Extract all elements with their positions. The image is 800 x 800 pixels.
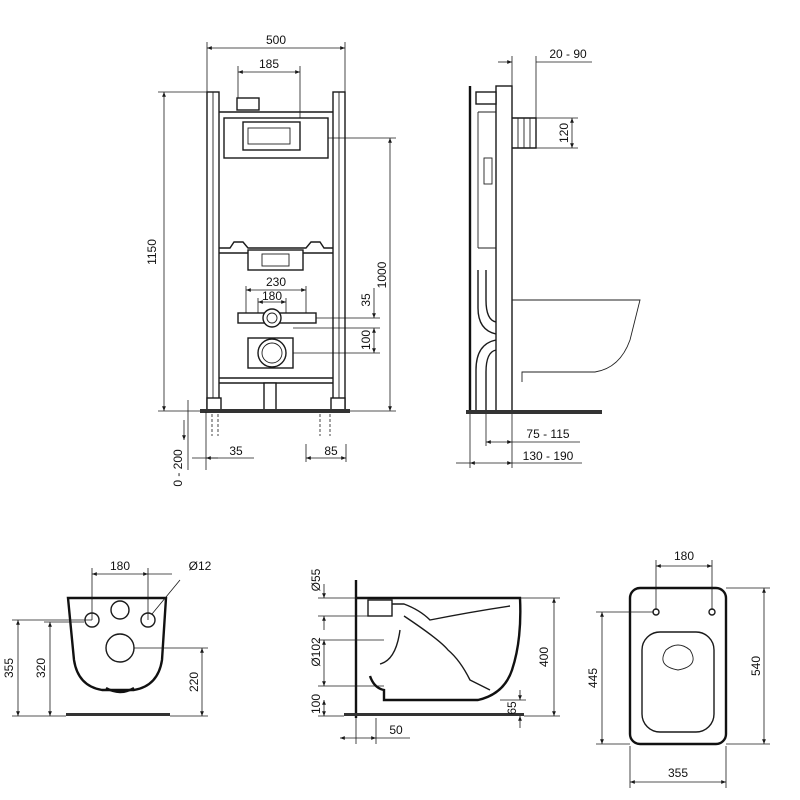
dim-depth-adjust: 20 - 90 xyxy=(549,47,587,61)
dim-inlet-diameter: Ø55 xyxy=(309,568,323,591)
dim-wall-gap-b: 130 - 190 xyxy=(523,449,574,463)
dim-bowl-bolt-diameter: Ø12 xyxy=(189,559,212,573)
dim-bowl-width: 355 xyxy=(668,766,688,780)
dim-wall-gap-a: 75 - 115 xyxy=(526,427,569,441)
bowl-front-drain xyxy=(105,633,135,663)
dim-offset-top: 35 xyxy=(359,293,373,307)
dim-bowl-height-total: 355 xyxy=(2,658,16,678)
dim-bowl-height: 400 xyxy=(537,647,551,667)
frame-side-view: 20 - 90 120 75 - 115 130 - 190 xyxy=(456,47,641,468)
dim-bowl-length: 540 xyxy=(749,656,763,676)
dim-drain-offset: 50 xyxy=(389,723,403,737)
dim-outlet-diameter: Ø102 xyxy=(309,637,323,667)
dim-frame-width: 500 xyxy=(266,33,286,47)
dim-bowl-height-bolts: 320 xyxy=(34,658,48,678)
dim-bolt-outer: 230 xyxy=(266,275,286,289)
side-frame-post xyxy=(495,85,513,413)
bowl-side-view: Ø55 Ø102 100 400 65 50 xyxy=(309,568,560,744)
dim-foot-right: 85 xyxy=(324,444,338,458)
dim-seat-length: 445 xyxy=(586,668,600,688)
dim-foot-left: 35 xyxy=(229,444,243,458)
dim-offset-drain: 100 xyxy=(359,330,373,350)
middle-bracket xyxy=(219,241,333,249)
dim-feet-adjust: 0 - 200 xyxy=(171,449,185,487)
dim-supply-height: 120 xyxy=(557,123,571,143)
bowl-side-outline xyxy=(356,596,522,702)
dim-plate-height: 1000 xyxy=(375,261,389,288)
dim-bolt-inner: 180 xyxy=(262,289,282,303)
dim-base-height: 65 xyxy=(505,701,519,715)
dim-top-bolt-spacing: 180 xyxy=(674,549,694,563)
dim-drain-height: 100 xyxy=(309,694,323,714)
bowl-front-view: 180 Ø12 355 320 220 xyxy=(2,559,212,717)
frame-front-view: 500 185 1150 1000 230 180 35 100 0 - 200… xyxy=(145,33,396,487)
dim-bowl-bolt-spacing: 180 xyxy=(110,559,130,573)
bowl-front-outline xyxy=(66,596,168,692)
side-drain-pipe xyxy=(485,270,497,323)
side-inlet xyxy=(367,599,393,617)
dim-cistern-width: 185 xyxy=(259,57,279,71)
dim-bowl-height-drain: 220 xyxy=(187,672,201,692)
side-bowl-outline xyxy=(512,299,641,382)
flush-plate-opening xyxy=(242,121,301,151)
bowl-top-view: 180 445 540 355 xyxy=(586,549,770,788)
dim-total-height: 1150 xyxy=(145,239,159,265)
bowl-top-outline xyxy=(628,586,728,746)
seat-outline xyxy=(641,631,715,733)
